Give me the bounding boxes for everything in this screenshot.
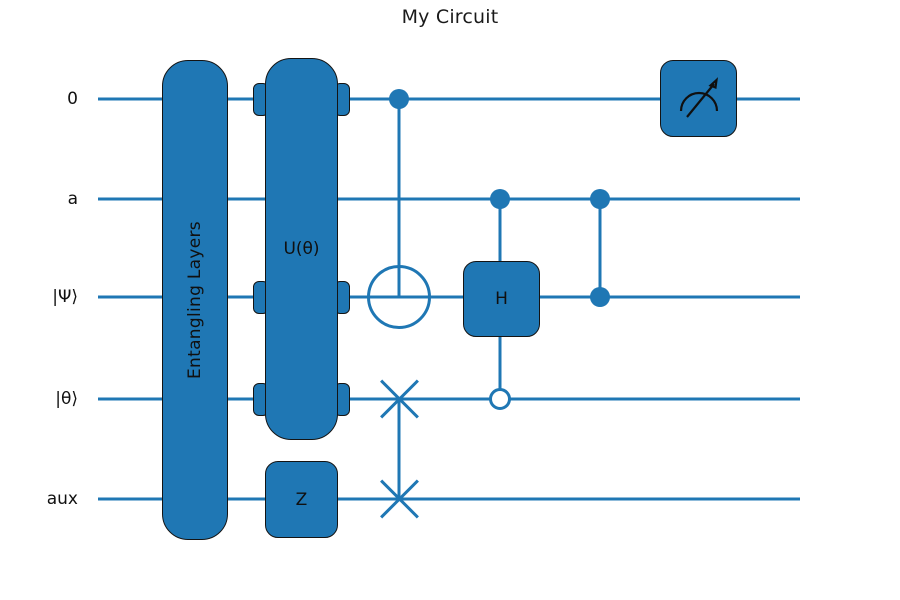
hadamard-link-lower [498,335,502,399]
wire-0 [98,97,800,101]
page-title: My Circuit [401,6,499,28]
cz-link-line [598,199,602,297]
wire-label-theta: |θ⟩ [55,389,78,409]
gate-entangling-layers[interactable]: Entangling Layers [162,60,228,540]
wire-label-psi: |Ψ⟩ [52,287,78,307]
wire-theta [98,397,800,401]
gate-z[interactable]: Z [265,461,338,538]
cnot-link-line [397,99,401,297]
cnot-target-circle[interactable] [367,265,431,329]
cnot-control-dot[interactable] [389,89,409,109]
cz-control-dot-a[interactable] [590,189,610,209]
wire-label-aux: aux [46,489,78,509]
gate-u-theta[interactable]: U(θ) [265,58,338,440]
measurement-meter-icon [679,76,718,118]
wire-a [98,197,800,201]
hadamard-control-dot[interactable] [490,189,510,209]
hadamard-link-upper [498,199,502,263]
gate-measure[interactable] [660,60,737,137]
swap-cross-aux[interactable] [373,473,425,525]
wire-psi [98,295,800,299]
hadamard-open-control-circle[interactable] [489,388,511,410]
gate-hadamard[interactable]: H [463,261,540,337]
wire-label-0: 0 [67,89,78,109]
wire-label-a: a [67,189,78,209]
swap-cross-theta[interactable] [373,373,425,425]
cz-control-dot-psi[interactable] [590,287,610,307]
wire-aux [98,497,800,501]
swap-link-line [397,399,401,499]
